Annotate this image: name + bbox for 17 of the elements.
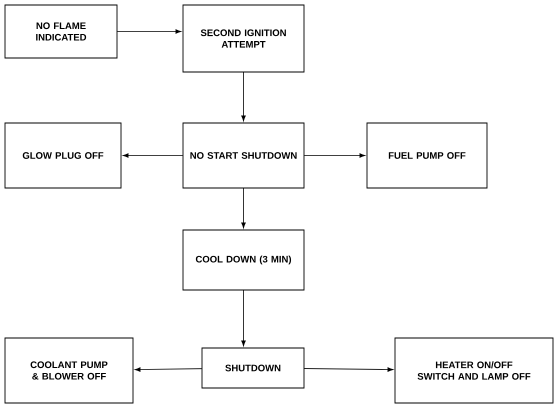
process-box: HEATER ON/OFF SWITCH AND LAMP OFF [394, 338, 554, 404]
arrow [122, 153, 183, 158]
process-box: SECOND IGNITION ATTEMPT [182, 4, 304, 72]
arrow [241, 188, 246, 228]
arrow [304, 367, 394, 372]
process-box: GLOW PLUG OFF [4, 122, 122, 188]
process-box: COOLANT PUMP & BLOWER OFF [4, 338, 134, 404]
process-box: SHUTDOWN [202, 348, 304, 388]
arrow [241, 290, 246, 346]
process-box: FUEL PUMP OFF [366, 122, 488, 188]
process-box: NO FLAME INDICATED [4, 4, 118, 58]
arrow [134, 367, 202, 372]
arrow [304, 153, 366, 158]
process-box: COOL DOWN (3 MIN) [182, 230, 304, 290]
arrow [241, 72, 246, 122]
process-box: NO START SHUTDOWN [182, 122, 304, 188]
arrow [117, 29, 182, 34]
